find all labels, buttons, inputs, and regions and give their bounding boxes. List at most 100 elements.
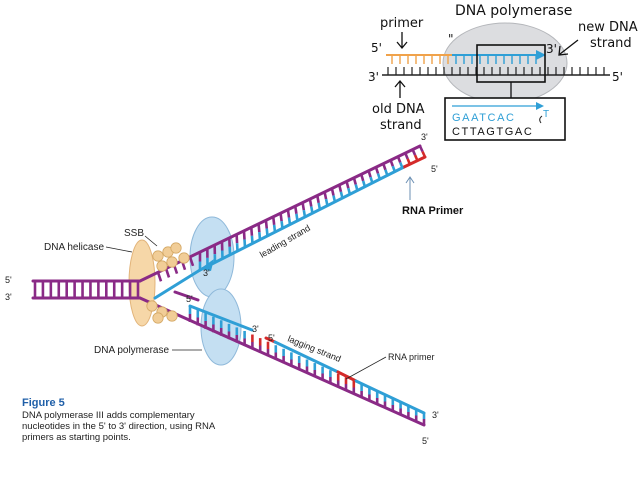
lower-template-inner [173,290,200,302]
leading-base-pair [399,162,404,169]
leading-base-pair [280,221,284,229]
ssDNA-base [188,256,195,267]
ssb-pointer [144,235,158,247]
leading-base-pair [317,202,322,210]
inset-old-dna-label-2: strand [380,118,422,133]
okazaki-primer-1 [264,336,277,344]
ssDNA-base [164,268,171,278]
inset-next-base-arrow [539,115,543,124]
prime-5-left: 5' [5,275,12,285]
okazaki-fragment-3 [354,379,426,415]
leading-base-pair [406,158,412,166]
ssb-protein [170,242,182,254]
inset-three-prime-left: 3' [368,70,379,84]
rna-primer-bold-label: RNA Primer [402,205,464,217]
leading-base-pair [301,202,306,211]
inset-old-dna-arrow [394,79,406,98]
leading-base-pair [242,231,246,240]
inset-new-dna-label-1: new DNA [578,20,638,35]
inset-seq-next-base: T [543,109,549,120]
leading-base-pair [323,192,328,200]
lower-template-strand [138,296,426,427]
leading-base-pair [294,206,298,215]
leading-base-pair [243,239,247,248]
leading-base-pair [264,220,269,229]
leading-base-pair [302,209,307,218]
leading-base-pair [347,187,352,195]
okazaki-primer-2 [336,370,358,383]
leading-new-strand [153,268,202,300]
leading-base-pair [384,169,389,177]
inset-schematic: GAATCAC T CTTAGTGAC DNA polymerase prime… [368,3,638,141]
dna-helicase-pointer [105,246,133,253]
leading-base-pair [360,174,365,182]
leading-base-pair [258,232,262,240]
leading-base-pair [361,180,367,188]
inset-new-strand-arrowhead [536,50,546,60]
inset-seq-bottom: CTTAGTGAC [452,126,533,138]
inset-seq-top: GAATCAC [452,112,516,124]
leading-base-pair [382,163,387,171]
leading-base-pair [272,217,276,225]
leading-base-pair [324,198,329,207]
leading-base-pair [309,206,314,214]
leading-base-pair [396,156,402,163]
leading-strand-arrowhead [200,259,214,271]
leading-base-pair [389,159,395,167]
inset-five-prime-left: 5' [371,41,382,55]
inset-new-dna-arrow [558,39,579,56]
prime-5-lower-b: 5' [268,333,275,343]
leading-base-pair [345,181,350,189]
inset-sequence-arrowhead [536,102,544,110]
leading-base-pair [265,228,269,237]
prime-3-top-end: 3' [421,132,428,142]
leading-base-pair [330,188,335,196]
leading-base-pair [374,166,380,174]
rna-primer-label: RNA primer [388,352,435,362]
ssb-protein [156,260,168,272]
inset-title: DNA polymerase [455,3,572,19]
inset-polymerase-blob [442,22,568,104]
leading-base-pair [418,145,424,153]
prime-3-bottom-end: 3' [432,410,439,420]
leading-base-pair [413,154,419,162]
leading-base-pair [338,184,343,193]
ssDNA-base [156,271,163,282]
leading-new-strand-body [198,165,406,272]
leading-base-pair [369,176,374,184]
leading-base-pair [391,165,397,173]
leading-base-pair [411,149,417,156]
leading-base-pair [250,235,254,244]
leading-base-pair [316,195,320,204]
inset-three-prime-mid: 3' [546,42,557,56]
okazaki-fragment-1 [188,304,254,332]
leading-base-pair [279,213,283,222]
ssb-protein [152,312,164,324]
leading-base-pair [272,224,277,233]
leading-base-pair [308,199,313,207]
ssb-protein [146,300,158,312]
leading-rna-primer [402,155,427,169]
leading-base-pair [354,184,359,192]
dna-helicase-label: DNA helicase [44,242,104,253]
inset-sequence-box [444,97,566,141]
ssb-protein [166,310,178,322]
prime-5-lower: 5' [186,294,193,304]
ssb-protein [152,250,164,262]
inset-primer-arrow [396,32,408,50]
prime-5-bottom-end: 5' [422,436,429,446]
replication-fork: SSB DNA helicase DNA polymerase leading … [5,132,464,446]
leading-base-pair [250,227,254,236]
figure-title: Figure 5 [22,397,65,409]
leading-base-pair [421,150,427,158]
rna-primer-pointer [345,356,387,380]
leading-base-pair [295,213,299,222]
okazaki-fragment-2 [273,340,340,374]
leading-base-pair [287,217,292,225]
leading-base-pair [339,191,344,199]
leading-base-pair [404,152,409,160]
inset-five-prime-right: 5' [612,70,623,84]
dna-helicase-shape [128,239,156,327]
